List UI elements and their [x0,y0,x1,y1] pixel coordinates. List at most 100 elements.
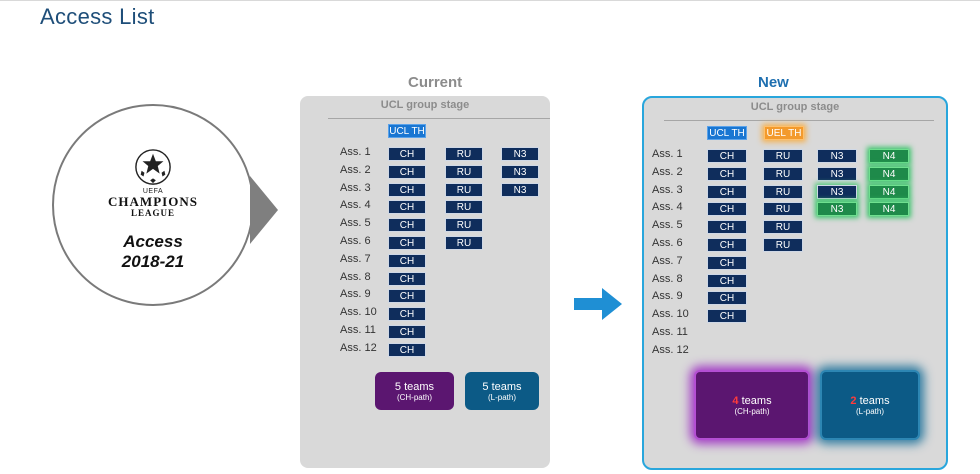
new-ru-chip-5: RU [763,220,803,234]
new-ass-label-12: Ass. 12 [652,344,689,356]
arrow-right-icon [574,288,622,320]
current-ass-label-9: Ass. 9 [340,288,371,300]
current-ucl-th-chip: UCL TH [388,124,426,138]
new-ch-chip-9: CH [707,291,747,305]
new-n3-chip-2: N3 [817,167,857,181]
new-l-path-number: 2 [850,394,857,407]
new-uel-th-chip: UEL TH [764,126,804,140]
current-ass-label-11: Ass. 11 [340,324,376,336]
new-ru-chip-3: RU [763,185,803,199]
current-ru-chip-1: RU [445,147,483,161]
current-ass-label-1: Ass. 1 [340,146,371,158]
current-ch-chip-8: CH [388,272,426,286]
current-ass-label-12: Ass. 12 [340,342,377,354]
current-ch-chip-7: CH [388,254,426,268]
current-ch-chip-5: CH [388,218,426,232]
current-ch-chip-6: CH [388,236,426,250]
new-title: New [758,74,789,91]
new-l-path-word: teams [859,394,890,407]
current-n3-chip-3: N3 [501,183,539,197]
current-ru-chip-2: RU [445,165,483,179]
current-title: Current [408,74,463,91]
champions-text: CHAMPIONS [108,194,198,209]
new-ch-chip-5: CH [707,220,747,234]
new-n4-chip-4: N4 [869,202,909,216]
current-stage-label: UCL group stage [380,99,470,111]
current-ch-path-count: 5 teams [394,380,435,393]
new-ass-label-2: Ass. 2 [652,166,683,178]
new-ch-chip-7: CH [707,256,747,270]
current-ass-label-7: Ass. 7 [340,253,371,265]
new-ch-chip-2: CH [707,167,747,181]
new-ch-chip-10: CH [707,309,747,323]
new-ch-path-label: (CH-path) [734,406,770,416]
current-n3-chip-2: N3 [501,165,539,179]
new-ch-path-word: teams [741,394,772,407]
new-ass-label-4: Ass. 4 [652,201,683,213]
top-divider [0,0,980,1]
new-ch-chip-6: CH [707,238,747,252]
new-ru-chip-1: RU [763,149,803,163]
current-n3-chip-1: N3 [501,147,539,161]
new-ass-label-10: Ass. 10 [652,308,689,320]
current-ass-label-4: Ass. 4 [340,199,371,211]
new-l-path-box: 2 teams (L-path) [820,370,920,440]
current-ass-label-6: Ass. 6 [340,235,371,247]
current-ch-path-box: 5 teams (CH-path) [375,372,454,410]
access-years: 2018-21 [121,252,185,271]
uefa-text: UEFA [142,188,164,195]
new-ass-label-11: Ass. 11 [652,326,688,338]
new-ass-label-8: Ass. 8 [652,273,683,285]
new-ch-path-box: 4 teams (CH-path) [694,370,810,440]
new-n3-chip-3: N3 [817,185,857,199]
new-panel: UCL group stage 4 teams (CH-path) 2 team… [642,96,948,470]
champions-league-badge: UEFA CHAMPIONS LEAGUE Access 2018-21 [52,104,254,306]
new-ch-path-number: 4 [732,394,739,407]
current-ch-chip-3: CH [388,183,426,197]
new-n4-chip-2: N4 [869,167,909,181]
current-ru-chip-6: RU [445,236,483,250]
new-ass-label-3: Ass. 3 [652,184,683,196]
new-n3-chip-4: N3 [817,202,857,216]
current-panel: UCL group stage 5 teams (CH-path) 5 team… [300,96,550,468]
new-ru-chip-6: RU [763,238,803,252]
new-stage-divider [664,120,934,121]
current-ch-chip-4: CH [388,200,426,214]
current-ass-label-8: Ass. 8 [340,271,371,283]
access-label: Access [123,232,183,251]
new-n3-chip-1: N3 [817,149,857,163]
current-ch-chip-11: CH [388,325,426,339]
current-ru-chip-5: RU [445,218,483,232]
new-ucl-th-chip: UCL TH [707,126,747,140]
new-ass-label-5: Ass. 5 [652,219,683,231]
current-ch-path-label: (CH-path) [396,392,433,402]
page-title: Access List [40,4,155,29]
current-ch-chip-9: CH [388,289,426,303]
current-l-path-label: (L-path) [487,392,516,402]
league-text: LEAGUE [130,208,175,218]
current-l-path-count: 5 teams [482,380,522,393]
new-n4-chip-1: N4 [869,149,909,163]
starball-icon [135,149,171,185]
new-l-path-label: (L-path) [855,406,884,416]
current-ch-chip-2: CH [388,165,426,179]
current-l-path-box: 5 teams (L-path) [465,372,539,410]
current-ru-chip-3: RU [445,183,483,197]
new-ass-label-7: Ass. 7 [652,255,683,267]
current-ch-chip-10: CH [388,307,426,321]
current-stage-divider [328,118,550,119]
new-stage-label: UCL group stage [750,101,840,113]
new-ass-label-9: Ass. 9 [652,290,683,302]
current-ch-chip-1: CH [388,147,426,161]
new-ch-chip-1: CH [707,149,747,163]
pointer-triangle [250,176,278,244]
new-ass-label-6: Ass. 6 [652,237,683,249]
current-ass-label-10: Ass. 10 [340,306,377,318]
new-ch-chip-8: CH [707,274,747,288]
new-ass-label-1: Ass. 1 [652,148,683,160]
new-ru-chip-2: RU [763,167,803,181]
new-ch-chip-3: CH [707,185,747,199]
new-ch-chip-4: CH [707,202,747,216]
new-n4-chip-3: N4 [869,185,909,199]
current-ru-chip-4: RU [445,200,483,214]
